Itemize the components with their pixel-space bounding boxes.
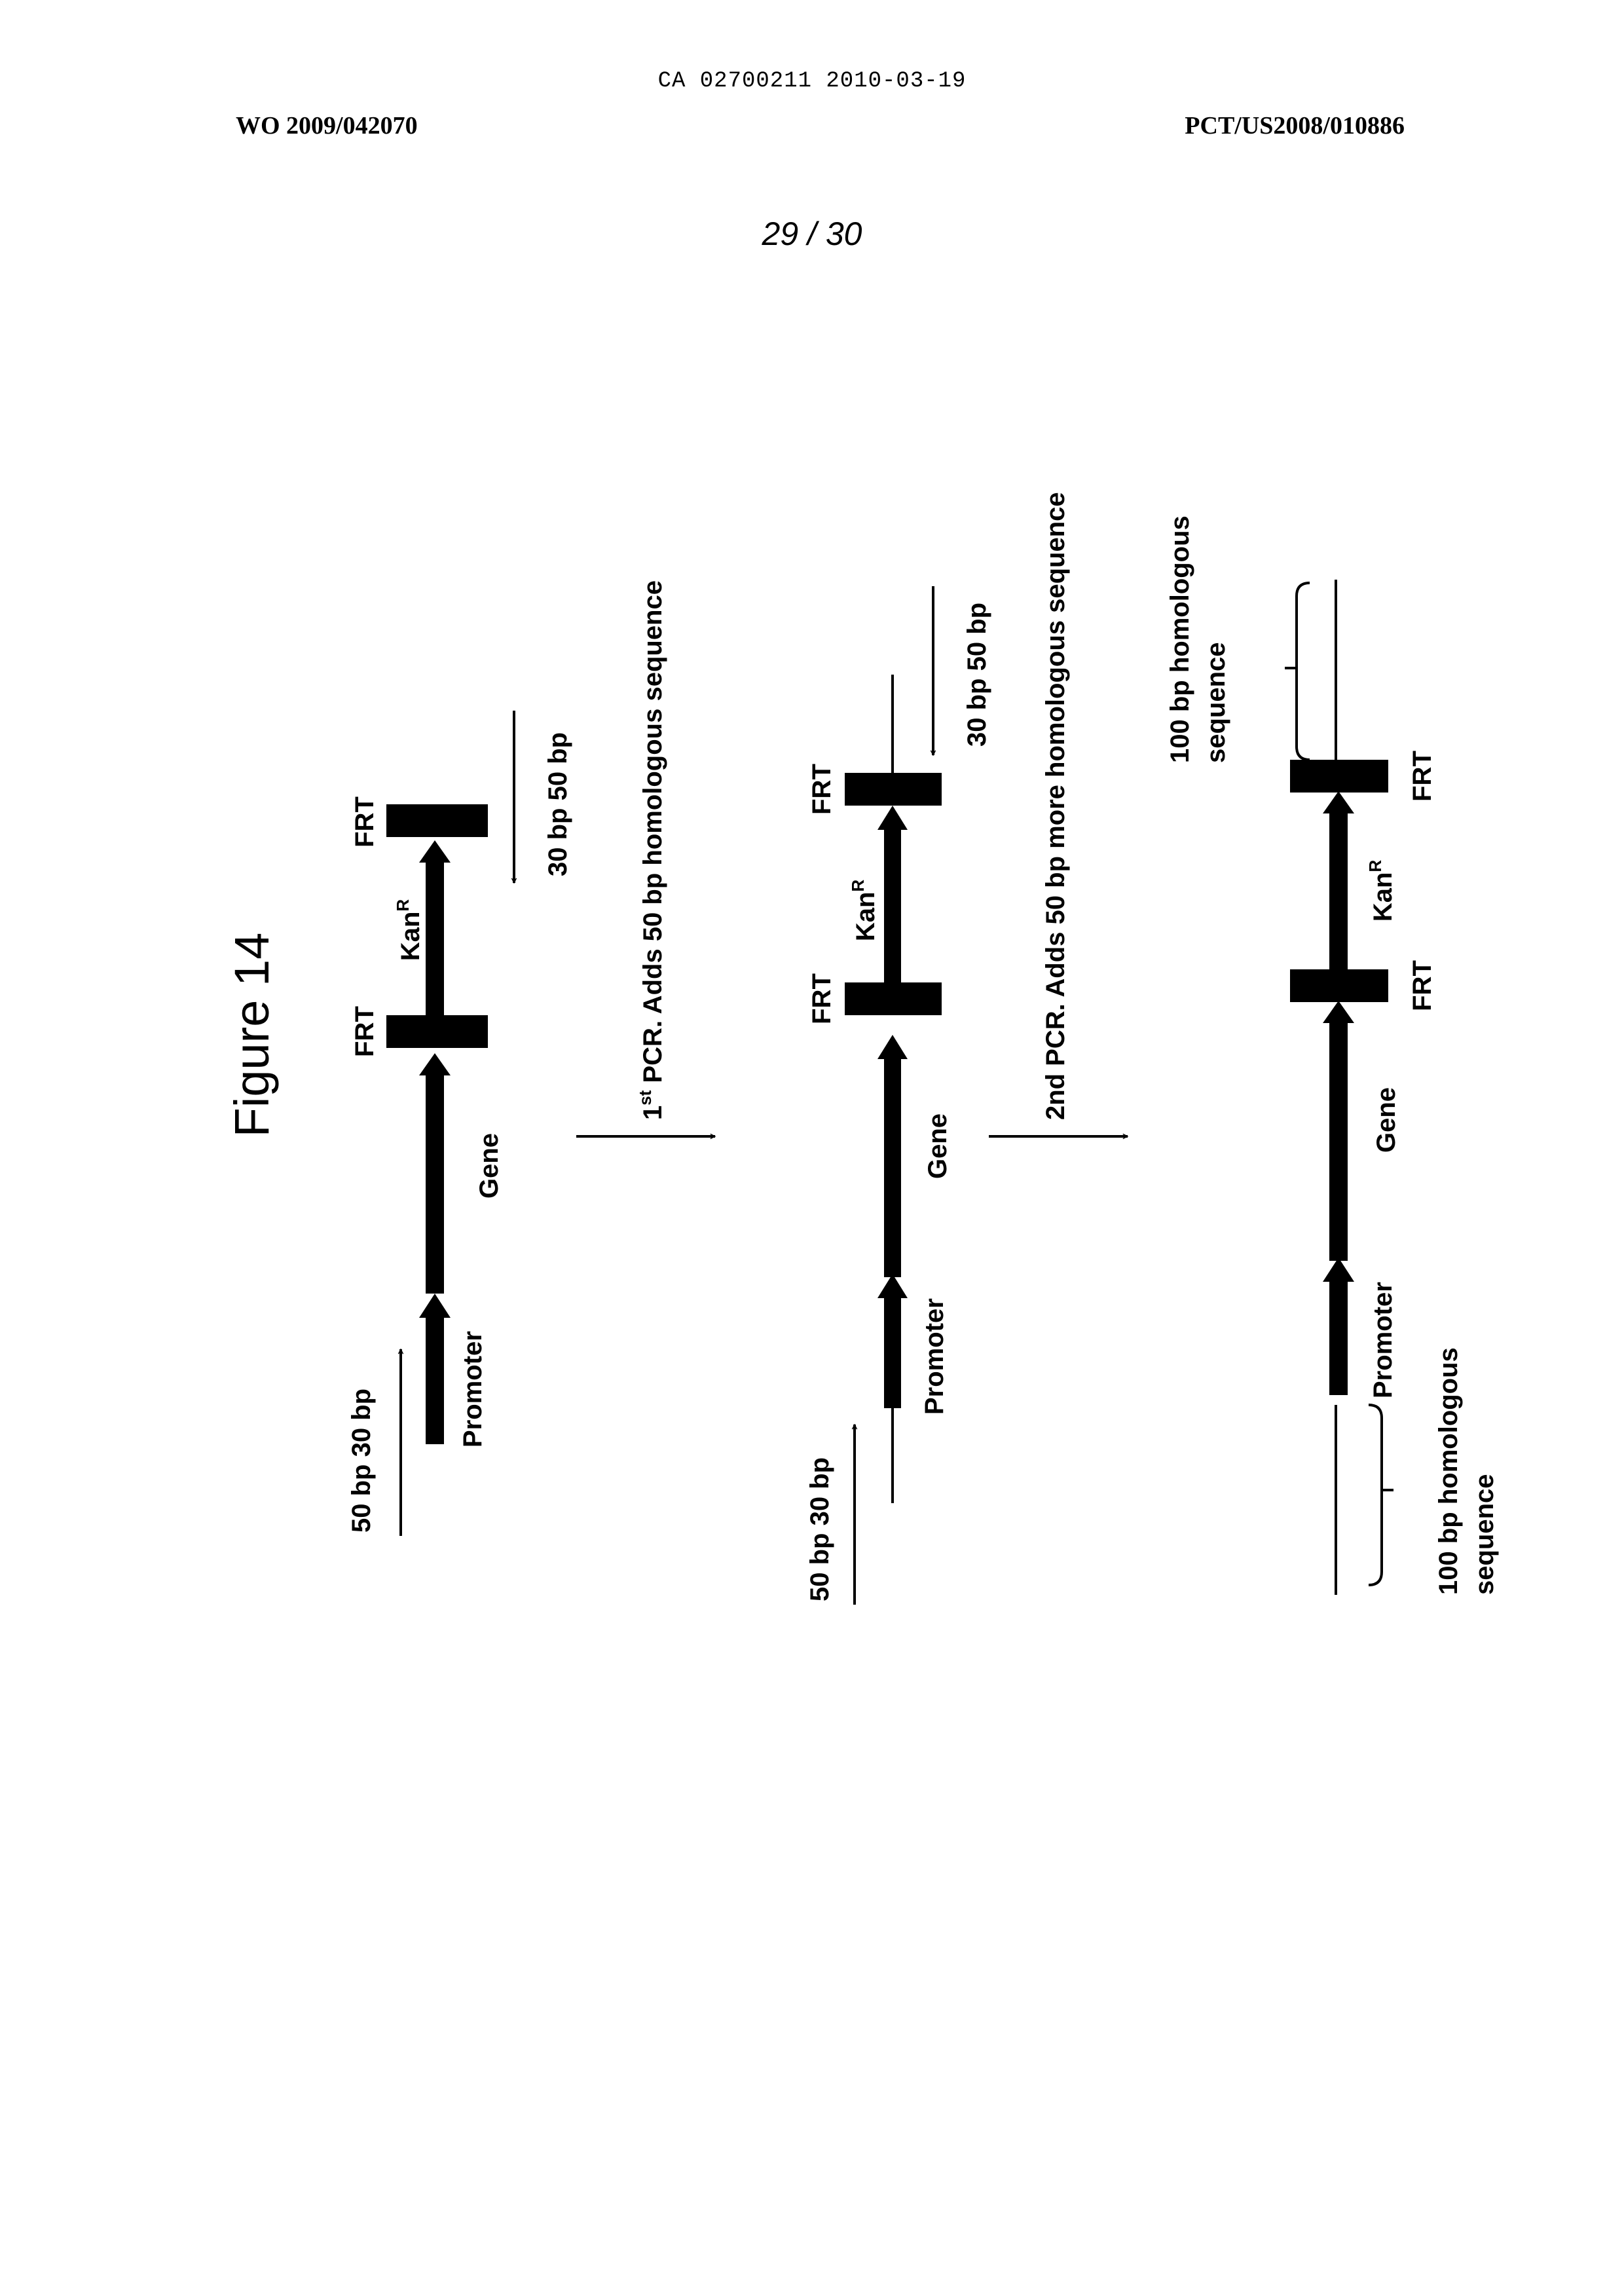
promoter-block [426, 1316, 444, 1444]
frt-1-block [1290, 969, 1388, 1002]
homology-right-label-2: sequence [1202, 642, 1230, 763]
promoter-block [1329, 1280, 1348, 1395]
construct-1: 50 bp 30 bp Promoter Gene FRT KanR FRT 3… [347, 711, 572, 1536]
homology-left-label-2: sequence [1470, 1474, 1499, 1595]
construct-3: 100 bp homologous sequence Promoter Gene… [1166, 515, 1499, 1595]
frt-2-block [1290, 760, 1388, 793]
step-2-transition: 2nd PCR. Adds 50 bp more homologous sequ… [989, 492, 1128, 1136]
gene-label: Gene [1372, 1087, 1401, 1153]
step-1-label: 1st PCR. Adds 50 bp homologous sequence [635, 580, 667, 1120]
frt-2-block [386, 804, 488, 837]
promoter-label: Promoter [458, 1331, 487, 1447]
promoter-arrowhead [419, 1294, 451, 1318]
kanr-arrowhead [419, 840, 451, 863]
frt-2-label: FRT [350, 796, 379, 848]
gene-block [1329, 1022, 1348, 1261]
gene-arrowhead [1323, 1001, 1354, 1023]
step-1-transition: 1st PCR. Adds 50 bp homologous sequence [576, 580, 715, 1136]
figure-title: Figure 14 [225, 933, 279, 1138]
kanr-label: KanR [393, 899, 425, 961]
gene-label: Gene [923, 1113, 952, 1179]
promoter-label: Promoter [920, 1298, 949, 1415]
frt-1-block [386, 1015, 488, 1048]
promoter-arrowhead [1323, 1258, 1354, 1282]
promoter-block [884, 1297, 901, 1408]
primer-left-label: 50 bp 30 bp [347, 1389, 376, 1533]
homology-right-brace [1285, 583, 1310, 760]
homology-left-label-1: 100 bp homologous [1434, 1347, 1463, 1595]
kanr-block [426, 861, 444, 1018]
frt-2-label: FRT [1408, 751, 1437, 802]
construct-2: 50 bp 30 bp Promoter Gene FRT KanR FRT 3… [805, 586, 991, 1605]
frt-2-block [845, 773, 942, 806]
gene-label: Gene [475, 1133, 504, 1199]
frt-2-label: FRT [807, 764, 836, 815]
frt-1-label: FRT [350, 1006, 379, 1057]
kanr-arrowhead [877, 806, 908, 830]
frt-1-label: FRT [807, 973, 836, 1024]
gene-arrowhead [419, 1053, 451, 1075]
primer-left-label: 50 bp 30 bp [805, 1457, 834, 1601]
promoter-label: Promoter [1369, 1282, 1397, 1398]
step-2-label: 2nd PCR. Adds 50 bp more homologous sequ… [1041, 492, 1070, 1120]
gene-arrowhead [877, 1035, 908, 1059]
kanr-label: KanR [848, 880, 880, 942]
frt-1-label: FRT [1408, 960, 1437, 1011]
kanr-arrowhead [1323, 791, 1354, 813]
promoter-arrowhead [877, 1274, 908, 1298]
kanr-block [1329, 812, 1348, 973]
primer-right-label: 30 bp 50 bp [963, 603, 991, 747]
kanr-block [884, 829, 901, 986]
homology-right-label-1: 100 bp homologous [1166, 515, 1194, 763]
gene-block [426, 1074, 444, 1294]
gene-block [884, 1058, 901, 1277]
homology-left-brace [1369, 1405, 1393, 1585]
primer-right-label: 30 bp 50 bp [544, 732, 572, 876]
frt-1-block [845, 982, 942, 1015]
kanr-label: KanR [1365, 860, 1397, 922]
